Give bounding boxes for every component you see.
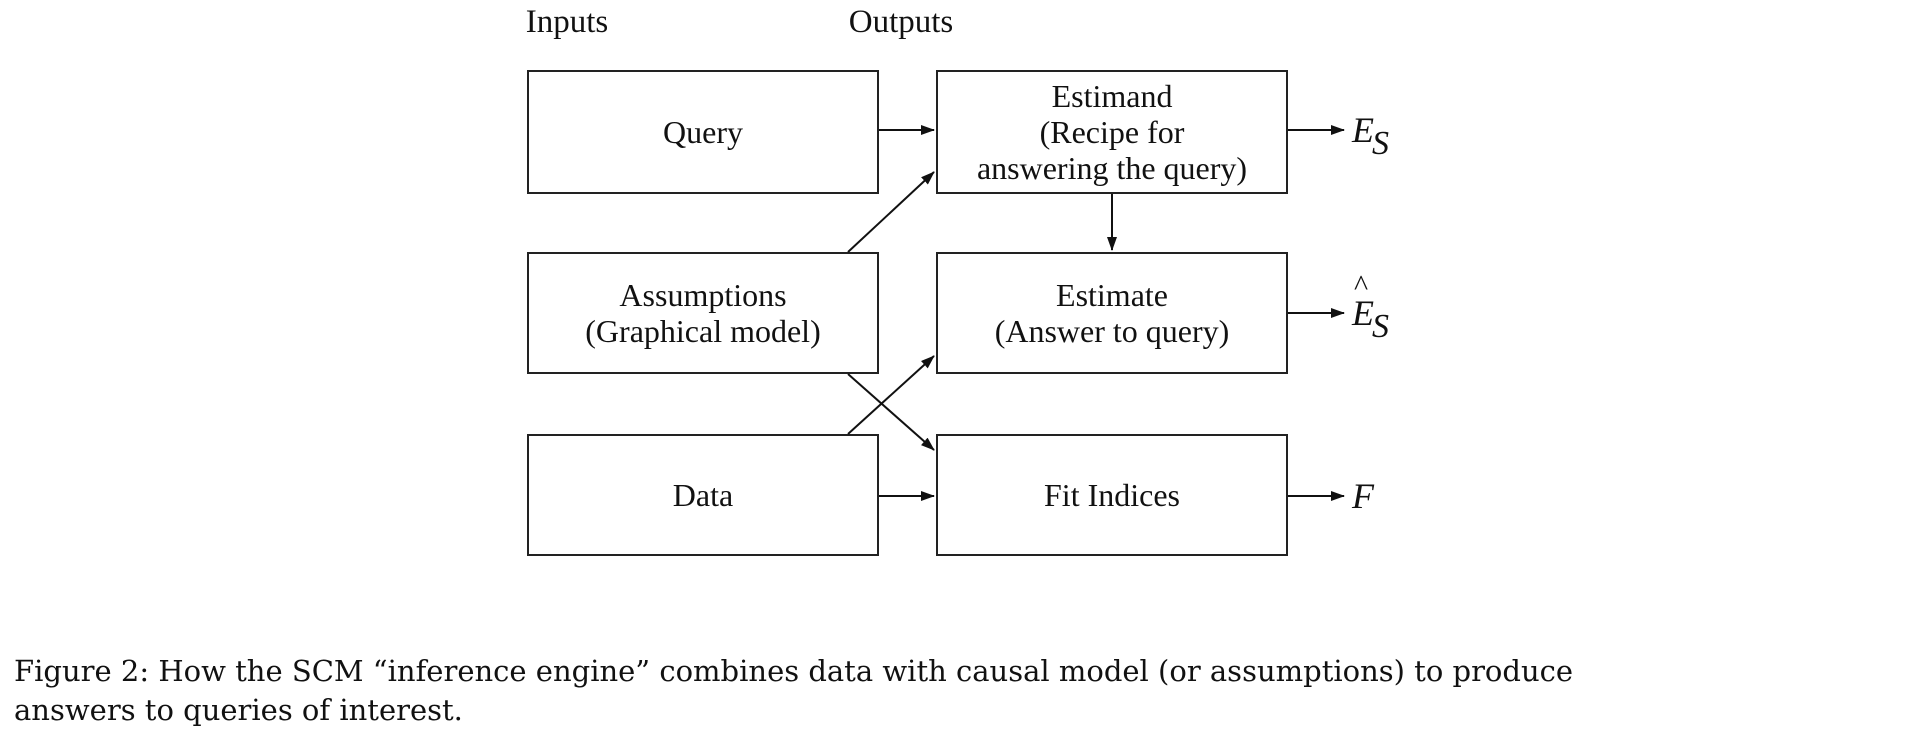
fit-indices-label: Fit Indices [1044, 477, 1180, 513]
edge-assumptions-to-fit-indices [847, 373, 935, 451]
data-box: Data [527, 434, 879, 556]
edge-assumptions-to-estimand [847, 171, 935, 253]
es-hat-base-wrap: ^E [1352, 271, 1374, 334]
es-hat-symbol-base: E [1352, 293, 1374, 333]
query-box: Query [527, 70, 879, 194]
es-symbol-base: E [1352, 110, 1374, 150]
assumptions-sublabel: (Graphical model) [585, 313, 821, 349]
f-symbol-base: F [1352, 476, 1374, 516]
assumptions-label: Assumptions [619, 277, 787, 313]
figure-caption-line-1: Figure 2: How the SCM “inference engine”… [14, 654, 1574, 688]
figure-caption: Figure 2: How the SCM “inference engine”… [14, 652, 1910, 730]
figure-caption-line-2: answers to queries of interest. [14, 693, 463, 727]
estimand-sublabel-1: (Recipe for [1039, 114, 1185, 150]
es-hat-symbol-subscript: S [1372, 308, 1389, 345]
estimate-box: Estimate (Answer to query) [936, 252, 1288, 374]
inputs-column-header: Inputs [525, 4, 609, 40]
query-label: Query [663, 114, 743, 150]
es-hat-symbol: ^ES [1352, 271, 1389, 346]
estimand-label: Estimand [1051, 78, 1173, 114]
es-symbol: ES [1352, 110, 1389, 162]
estimand-box: Estimand (Recipe for answering the query… [936, 70, 1288, 194]
fit-indices-box: Fit Indices [936, 434, 1288, 556]
hat-accent: ^ [1354, 269, 1369, 302]
estimate-sublabel: (Answer to query) [994, 313, 1230, 349]
f-symbol: F [1352, 476, 1374, 516]
es-symbol-subscript: S [1372, 125, 1389, 162]
assumptions-box: Assumptions (Graphical model) [527, 252, 879, 374]
edge-data-to-estimate [847, 355, 935, 435]
estimate-label: Estimate [1056, 277, 1168, 313]
estimand-sublabel-2: answering the query) [976, 150, 1248, 186]
data-label: Data [672, 477, 734, 513]
outputs-column-header: Outputs [848, 4, 954, 40]
